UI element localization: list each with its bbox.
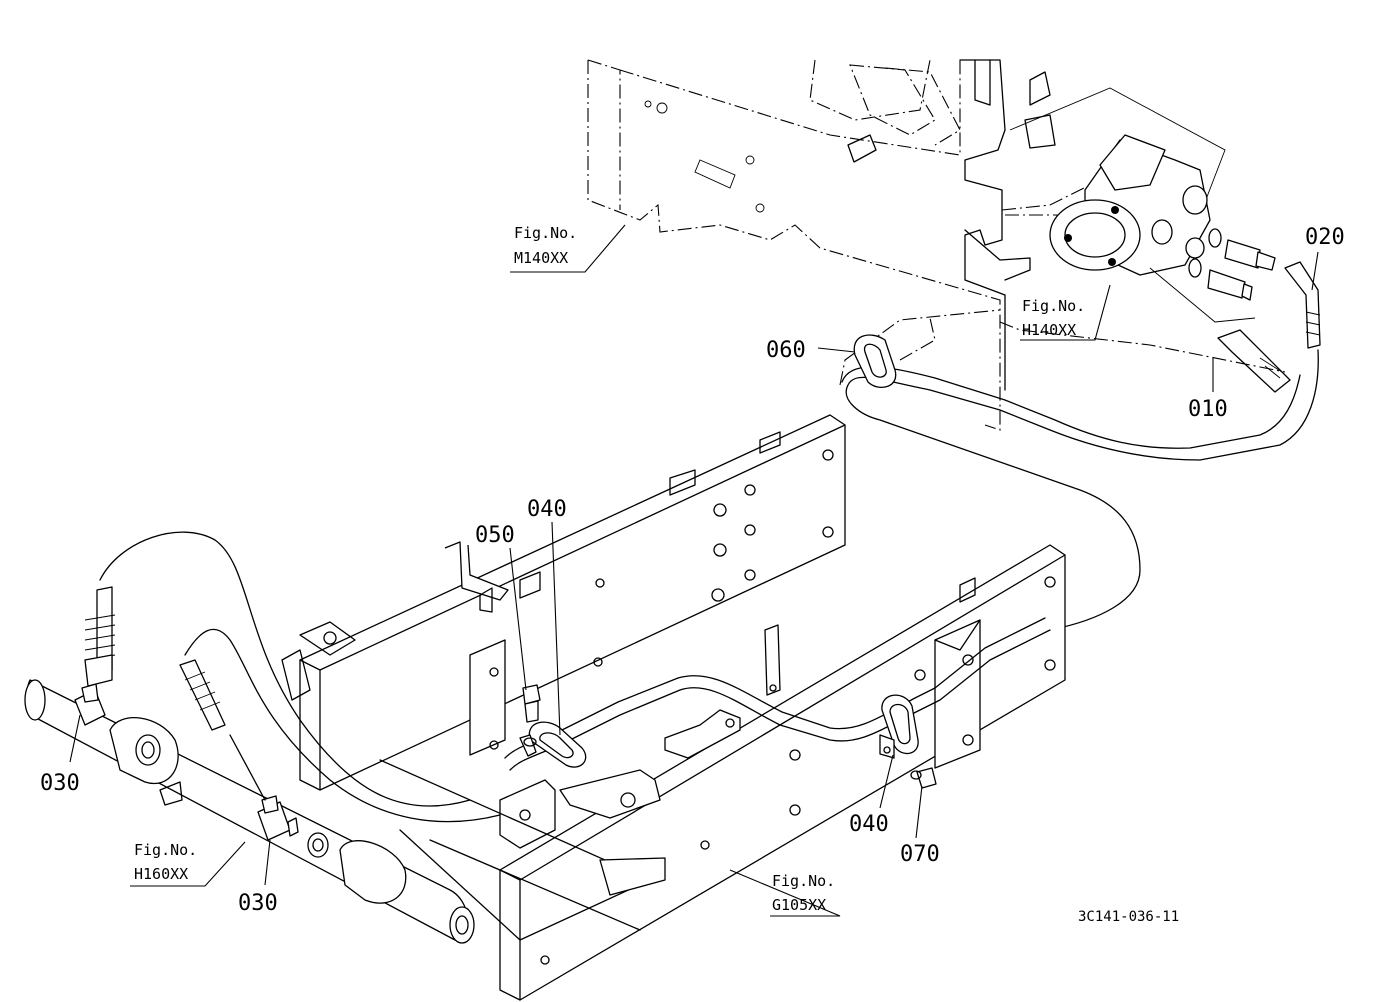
part-label-050: 050: [475, 523, 515, 548]
grommet-040-upper: [519, 721, 587, 768]
grommet-040-right: [879, 694, 919, 759]
fig-ref-h160-number: H160XX: [134, 865, 188, 883]
part-label-060: 060: [766, 338, 806, 363]
fig-ref-g105-number: G105XX: [772, 896, 826, 914]
part-label-030-left: 030: [40, 771, 80, 796]
bolt-050: [522, 684, 541, 747]
chassis-frame: [281, 414, 1066, 1001]
leader-lines: [69, 224, 1319, 917]
fig-ref-m140-number: M140XX: [514, 249, 568, 267]
part-label-040-upper: 040: [527, 497, 567, 522]
part-label-010: 010: [1188, 397, 1228, 422]
fig-ref-h160-label: Fig.No.: [134, 841, 197, 859]
upper-frame-panel: [587, 59, 1101, 431]
fig-ref-g105-label: Fig.No.: [772, 872, 835, 890]
fig-ref-m140-label: Fig.No.: [514, 224, 577, 242]
figure-references: Fig.No. M140XX Fig.No. H140XX Fig.No. H1…: [134, 224, 1085, 914]
part-labels: 010 020 030 030 040 040 050 060 070: [40, 225, 1345, 916]
fig-ref-h140-number: H140XX: [1022, 321, 1076, 339]
part-label-030-lower: 030: [238, 891, 278, 916]
part-label-070: 070: [900, 842, 940, 867]
steering-cylinder: [24, 586, 475, 944]
diagram-code: 3C141-036-11: [1078, 909, 1179, 925]
fig-ref-h140-label: Fig.No.: [1022, 297, 1085, 315]
steering-valve-assembly: [1009, 87, 1321, 393]
grommet-060: [853, 317, 936, 388]
bolt-070: [910, 767, 937, 789]
part-label-040-right: 040: [849, 812, 889, 837]
part-label-020: 020: [1305, 225, 1345, 250]
